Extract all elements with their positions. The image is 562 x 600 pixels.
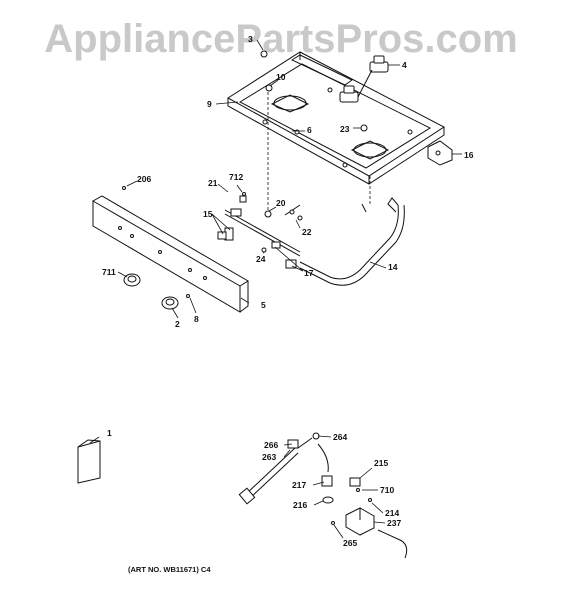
callout-266: 266: [264, 440, 278, 450]
callout-1: 1: [107, 428, 112, 438]
callout-9: 9: [207, 99, 212, 109]
gas-tube-drawing: [299, 197, 405, 286]
callout-206: 206: [137, 174, 151, 184]
callout-14: 14: [388, 262, 398, 272]
callout-217: 217: [292, 480, 306, 490]
callout-214: 214: [385, 508, 399, 518]
callout-2: 2: [175, 319, 180, 329]
callout-23: 23: [340, 124, 350, 134]
callout-6: 6: [307, 125, 312, 135]
callout-237: 237: [387, 518, 401, 528]
knobs-drawing: [123, 273, 190, 310]
burner-box-drawing: [227, 51, 445, 185]
burner-valves-drawing: [339, 55, 389, 103]
valve-fittings-drawing: [122, 186, 303, 269]
callout-5: 5: [261, 300, 266, 310]
callout-263: 263: [262, 452, 276, 462]
pilot-assembly-drawing: [238, 432, 372, 505]
ignition-switch-drawing: [331, 507, 408, 559]
callout-215: 215: [374, 458, 388, 468]
callout-15: 15: [203, 209, 213, 219]
leader-lines: [89, 39, 462, 539]
literature-bag-drawing: [77, 439, 101, 484]
bracket-drawing: [427, 140, 453, 166]
watermark-text: AppliancePartsPros.com: [44, 17, 518, 61]
callout-265: 265: [343, 538, 357, 548]
callout-711: 711: [102, 267, 116, 277]
callout-4: 4: [402, 60, 407, 70]
callout-17: 17: [304, 268, 314, 278]
callout-22: 22: [302, 227, 312, 237]
callout-3: 3: [248, 34, 253, 44]
callout-24: 24: [256, 254, 266, 264]
callout-16: 16: [464, 150, 474, 160]
callout-20: 20: [276, 198, 286, 208]
art-number: (ART NO. WB11671) C4: [128, 565, 211, 574]
callout-21: 21: [208, 178, 218, 188]
manifold-panel-drawing: [92, 195, 249, 313]
callout-710: 710: [380, 485, 394, 495]
callout-712: 712: [229, 172, 243, 182]
callout-264: 264: [333, 432, 347, 442]
callout-10: 10: [276, 72, 286, 82]
callout-8: 8: [194, 314, 199, 324]
callout-216: 216: [293, 500, 307, 510]
